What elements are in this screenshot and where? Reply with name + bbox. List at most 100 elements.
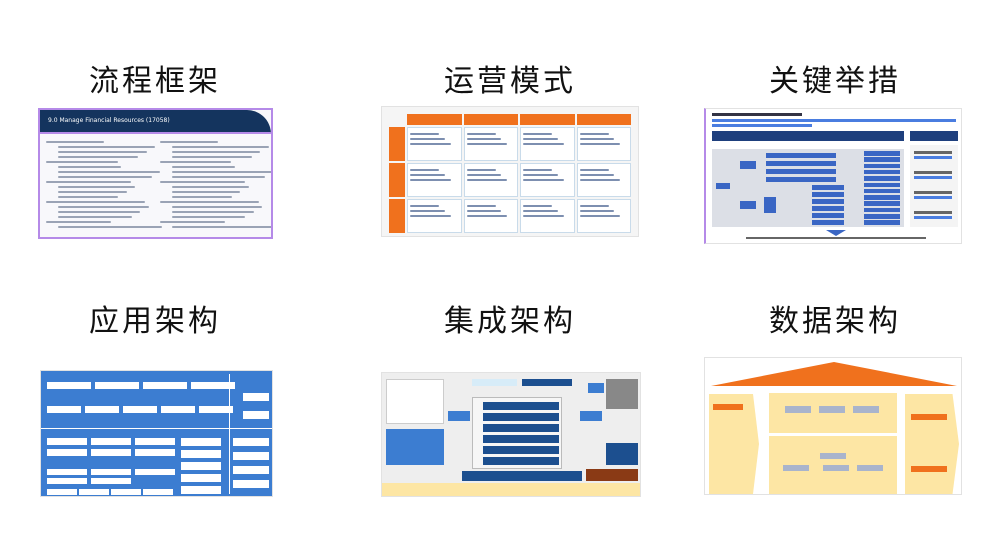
text-line [58,216,132,218]
diagram-box [812,213,844,218]
diagram-box [123,406,157,413]
text-line [58,166,122,168]
section-title-key-initiatives: 关键举措 [769,64,901,99]
diagram-box [47,406,81,413]
diagram-box [766,169,836,174]
data-architecture-thumbnail[interactable] [704,357,962,495]
text-line [171,226,271,228]
text-line [58,206,149,208]
text-line [171,191,241,193]
diagram-box [914,216,952,219]
diagram-box [483,446,559,454]
diagram-box [812,199,844,204]
diagram-box [91,469,131,475]
diagram-box [111,489,141,495]
table-cell [463,127,518,161]
diagram-box [914,176,952,179]
diagram-box [864,151,900,156]
text-line [171,216,246,218]
row-header [389,199,405,233]
diagram-box [91,449,131,456]
diagram-box [199,406,233,413]
header-cell [463,114,518,125]
text-line [58,191,127,193]
diagram-box [812,185,844,190]
thumbnail-heading: 9.0 Manage Financial Resources (17058) [40,110,271,134]
diagram-box [95,382,139,389]
diagram-box [161,406,195,413]
table-cell [407,163,462,197]
diagram-box [716,183,730,189]
text-line [171,186,249,188]
diagram-box [914,171,952,174]
diagram-box [135,449,175,456]
diagram-box [143,489,173,495]
diagram-box [181,462,221,470]
text-line [159,181,245,183]
diagram-box [191,382,235,389]
diagram-box [864,182,900,187]
text-line [58,171,161,173]
table-cell [463,163,518,197]
diagram-box [914,211,952,214]
diagram-box [233,452,269,460]
diagram-box [864,157,900,162]
diagram-box [135,438,175,445]
diagram-box [85,406,119,413]
diagram-box [41,428,272,429]
diagram-box [181,486,221,494]
diagram-box [233,438,269,446]
integration-architecture-thumbnail[interactable] [381,372,641,497]
diagram-box [864,207,900,213]
text-line [58,146,156,148]
operating-model-thumbnail[interactable] [381,106,639,237]
diagram-box [864,195,900,200]
diagram-box [135,469,175,475]
diagram-box [143,382,187,389]
diagram-box [864,163,900,169]
diagram-box [483,413,559,421]
diagram-box [864,214,900,219]
text-line [171,206,263,208]
diagram-box [91,438,131,445]
header-cell [407,114,462,125]
diagram-box [47,469,87,475]
row-header [389,127,405,161]
text-line [171,176,266,178]
diagram-box [812,206,844,211]
diagram-box [914,156,952,159]
diagram-box [181,450,221,458]
diagram-box [79,489,109,495]
diagram-box [812,192,844,197]
header-cell [576,114,631,125]
section-title-process-framework: 流程框架 [89,64,221,99]
diagram-box [243,393,269,401]
diagram-box [864,220,900,225]
diagram-box [764,197,776,213]
text-line [171,171,271,173]
text-line [58,196,119,198]
diagram-box [864,176,900,181]
table-cell [576,127,631,161]
diagram-box [740,201,756,209]
section-title-operating-model: 运营模式 [444,64,576,99]
process-framework-thumbnail[interactable]: 9.0 Manage Financial Resources (17058) [38,108,273,239]
table-cell [520,127,575,161]
text-line [46,161,118,163]
diagram-box [483,435,559,443]
table-cell [407,127,462,161]
text-line [171,146,269,148]
text-line [159,141,218,143]
text-line [58,211,141,213]
key-initiatives-thumbnail[interactable] [704,108,962,244]
text-line [46,221,112,223]
row-header [389,163,405,197]
table-cell [407,199,462,233]
text-line [159,161,232,163]
diagram-box [47,382,91,389]
text-line [46,201,146,203]
text-line [46,181,132,183]
text-line [58,156,139,158]
diagram-box [181,474,221,482]
application-architecture-thumbnail[interactable] [40,370,273,497]
